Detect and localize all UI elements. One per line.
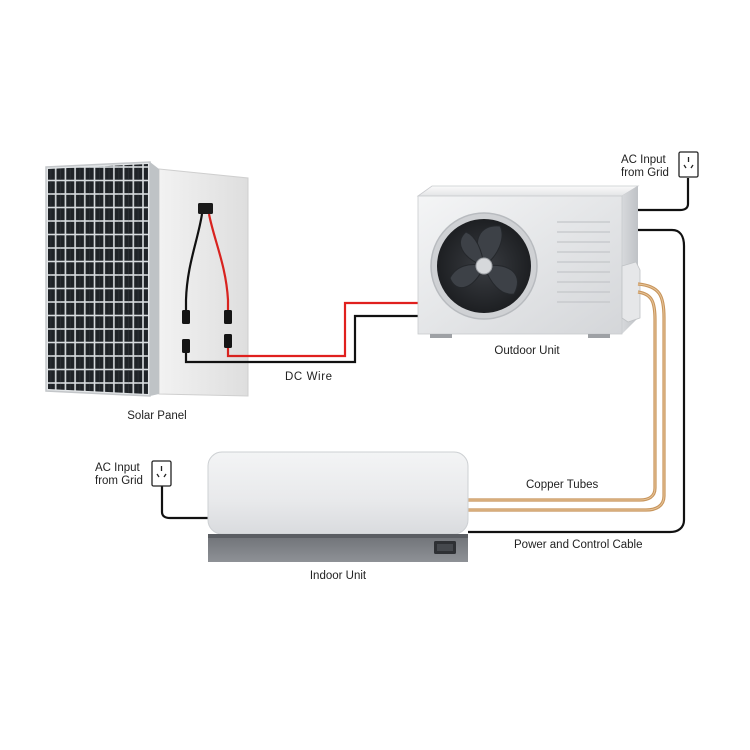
solar-panel-label: Solar Panel	[127, 410, 187, 422]
junction-box-icon	[198, 203, 213, 214]
ac-input-label-indoor: AC Input from Grid	[95, 462, 143, 488]
indoor-unit-vent	[208, 534, 468, 538]
panel-cable-positive-lower	[226, 348, 240, 358]
indoor-unit-label: Indoor Unit	[309, 570, 367, 582]
outdoor-unit	[416, 185, 641, 338]
panel-cable-negative	[184, 213, 204, 312]
outdoor-unit-label: Outdoor Unit	[494, 345, 560, 357]
outdoor-unit-louvers	[557, 221, 610, 303]
outdoor-unit-foot	[430, 334, 452, 338]
outdoor-unit-foot	[588, 334, 610, 338]
panel-cell-grid	[48, 164, 148, 394]
fan-icon	[430, 212, 538, 320]
mc4-connector-icon	[182, 310, 232, 353]
indoor-display-screen	[437, 544, 453, 551]
solar-panel	[45, 161, 249, 397]
dc-wire-positive	[240, 301, 418, 358]
ac-input-cable-outdoor	[638, 178, 690, 212]
panel-cable-positive	[207, 213, 230, 312]
dc-wire-label: DC Wire	[285, 371, 333, 383]
indoor-unit-lower-panel	[208, 534, 468, 562]
ac-input-line1: AC Input	[95, 462, 140, 474]
copper-tubes-label: Copper Tubes	[526, 479, 599, 491]
panel-frame-edge	[150, 162, 159, 396]
power-control-cable	[468, 228, 686, 534]
socket-icon	[678, 151, 699, 178]
dc-wire-negative	[240, 314, 418, 364]
ac-input-line2: from Grid	[621, 167, 669, 179]
outdoor-unit-top	[416, 185, 640, 197]
ac-input-line1: AC Input	[621, 154, 666, 166]
socket-icon	[151, 460, 172, 487]
outdoor-valve-cover	[621, 261, 641, 323]
dc-wire	[240, 301, 418, 364]
ac-input-label-outdoor: AC Input from Grid	[621, 154, 669, 180]
indoor-unit	[207, 451, 469, 562]
power-control-cable-label: Power and Control Cable	[514, 539, 643, 551]
copper-tubes	[468, 282, 666, 512]
indoor-unit-body	[207, 451, 469, 535]
panel-cable-negative-lower	[184, 353, 240, 364]
ac-input-line2: from Grid	[95, 475, 143, 487]
ac-input-cable-indoor	[160, 486, 208, 520]
